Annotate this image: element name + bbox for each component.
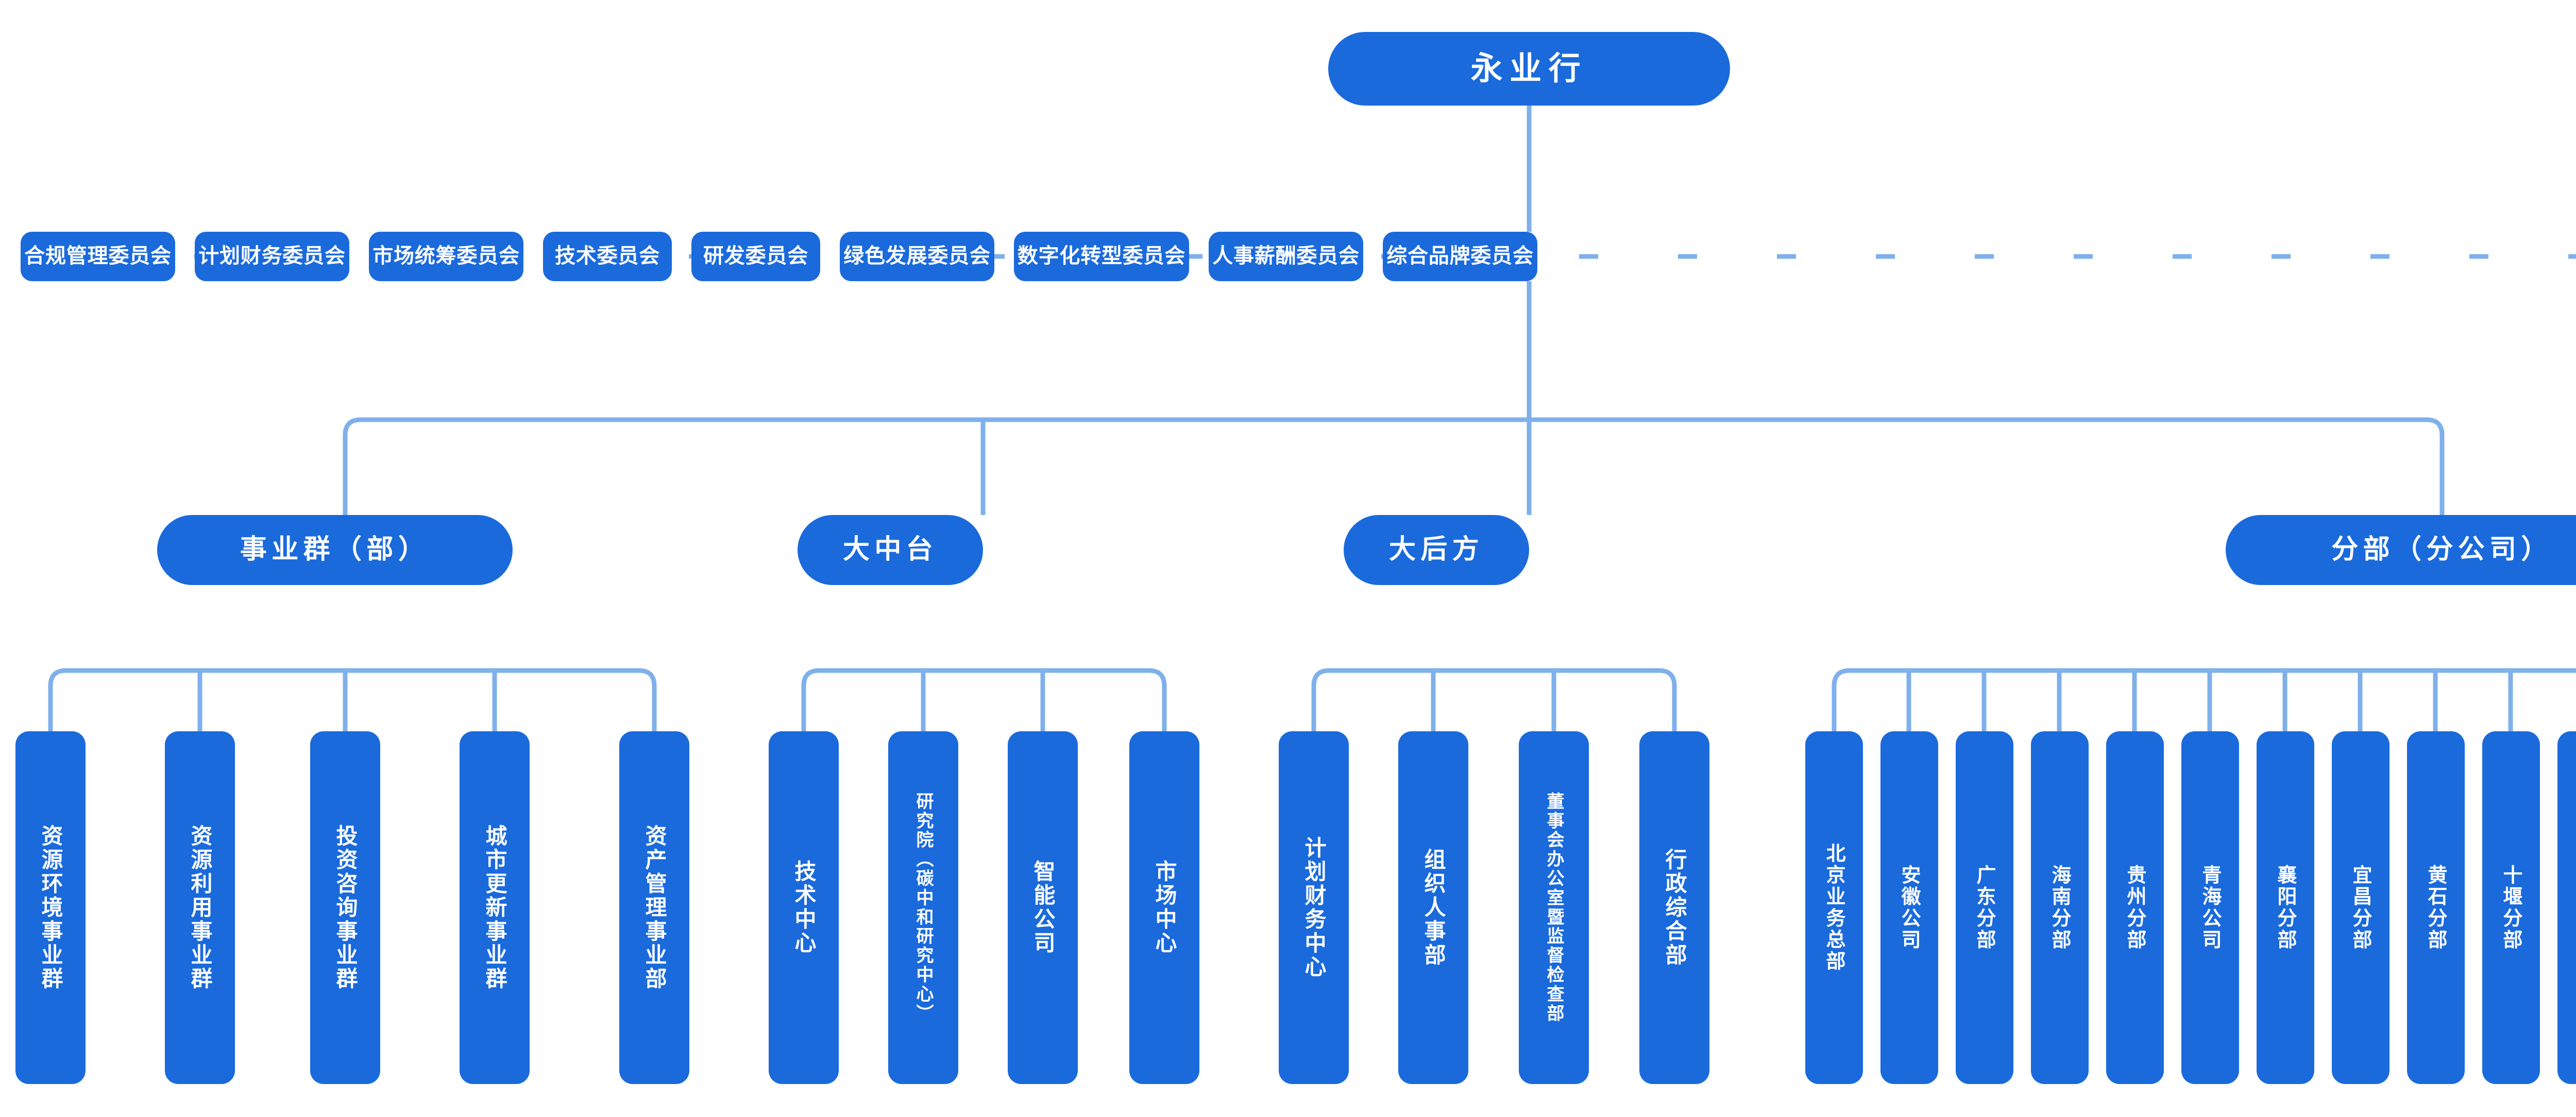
committee-node-plan-finance[interactable]: 计划财务委员会 (195, 232, 349, 281)
division-node-back-office[interactable]: 大后方 (1344, 515, 1529, 585)
branch-node-qinghai[interactable]: 青海公司 (2181, 731, 2239, 1084)
division-node-branches[interactable]: 分部（分公司） (2226, 515, 2576, 585)
unit-node-intelligent-company[interactable]: 智能公司 (1008, 731, 1078, 1084)
branch-node-beijing[interactable]: 北京业务总部 (1805, 731, 1863, 1084)
unit-node-plan-finance-center[interactable]: 计划财务中心 (1279, 731, 1349, 1084)
division-node-business-groups[interactable]: 事业群（部） (157, 515, 513, 585)
branch-node-huangshi[interactable]: 黄石分部 (2407, 731, 2465, 1084)
committee-node-research-development[interactable]: 研发委员会 (691, 232, 820, 281)
branch-node-hainan[interactable]: 海南分部 (2031, 731, 2089, 1084)
branch-node-jingmen[interactable]: 荆门分部 (2557, 731, 2576, 1084)
committee-node-integrated-brand[interactable]: 综合品牌委员会 (1383, 232, 1537, 281)
unit-node-market-center[interactable]: 市场中心 (1129, 731, 1199, 1084)
committee-node-market-coordination[interactable]: 市场统筹委员会 (369, 232, 523, 281)
unit-node-urban-renewal[interactable]: 城市更新事业群 (460, 731, 530, 1084)
division-node-mid-platform[interactable]: 大中台 (798, 515, 983, 585)
branch-node-guizhou[interactable]: 贵州分部 (2106, 731, 2164, 1084)
committee-node-technology[interactable]: 技术委员会 (543, 232, 672, 281)
committee-node-green-development[interactable]: 绿色发展委员会 (840, 232, 994, 281)
root-node-yongyehang[interactable]: 永业行 (1328, 32, 1730, 106)
unit-node-technology-center[interactable]: 技术中心 (769, 731, 839, 1084)
unit-node-investment-consulting[interactable]: 投资咨询事业群 (310, 731, 380, 1084)
unit-node-organization-hr[interactable]: 组织人事部 (1398, 731, 1468, 1084)
committee-node-digital-transformation[interactable]: 数字化转型委员会 (1014, 232, 1189, 281)
unit-node-research-institute[interactable]: 研究院（碳中和研究中心） (888, 731, 958, 1084)
unit-node-resource-environment[interactable]: 资源环境事业群 (15, 731, 86, 1084)
branch-node-yichang[interactable]: 宜昌分部 (2332, 731, 2389, 1084)
committee-node-hr-compensation[interactable]: 人事薪酬委员会 (1209, 232, 1363, 281)
unit-node-administration[interactable]: 行政综合部 (1639, 731, 1709, 1084)
unit-node-asset-management[interactable]: 资产管理事业部 (619, 731, 689, 1084)
unit-node-resource-utilization[interactable]: 资源利用事业群 (165, 731, 235, 1084)
branch-node-shiyan[interactable]: 十堰分部 (2482, 731, 2540, 1084)
unit-node-board-office-supervision[interactable]: 董事会办公室暨监督检查部 (1519, 731, 1589, 1084)
branch-node-guangdong[interactable]: 广东分部 (1956, 731, 2013, 1084)
branch-node-anhui[interactable]: 安徽公司 (1880, 731, 1938, 1084)
branch-node-xiangyang[interactable]: 襄阳分部 (2257, 731, 2314, 1084)
committee-node-compliance-management[interactable]: 合规管理委员会 (21, 232, 175, 281)
